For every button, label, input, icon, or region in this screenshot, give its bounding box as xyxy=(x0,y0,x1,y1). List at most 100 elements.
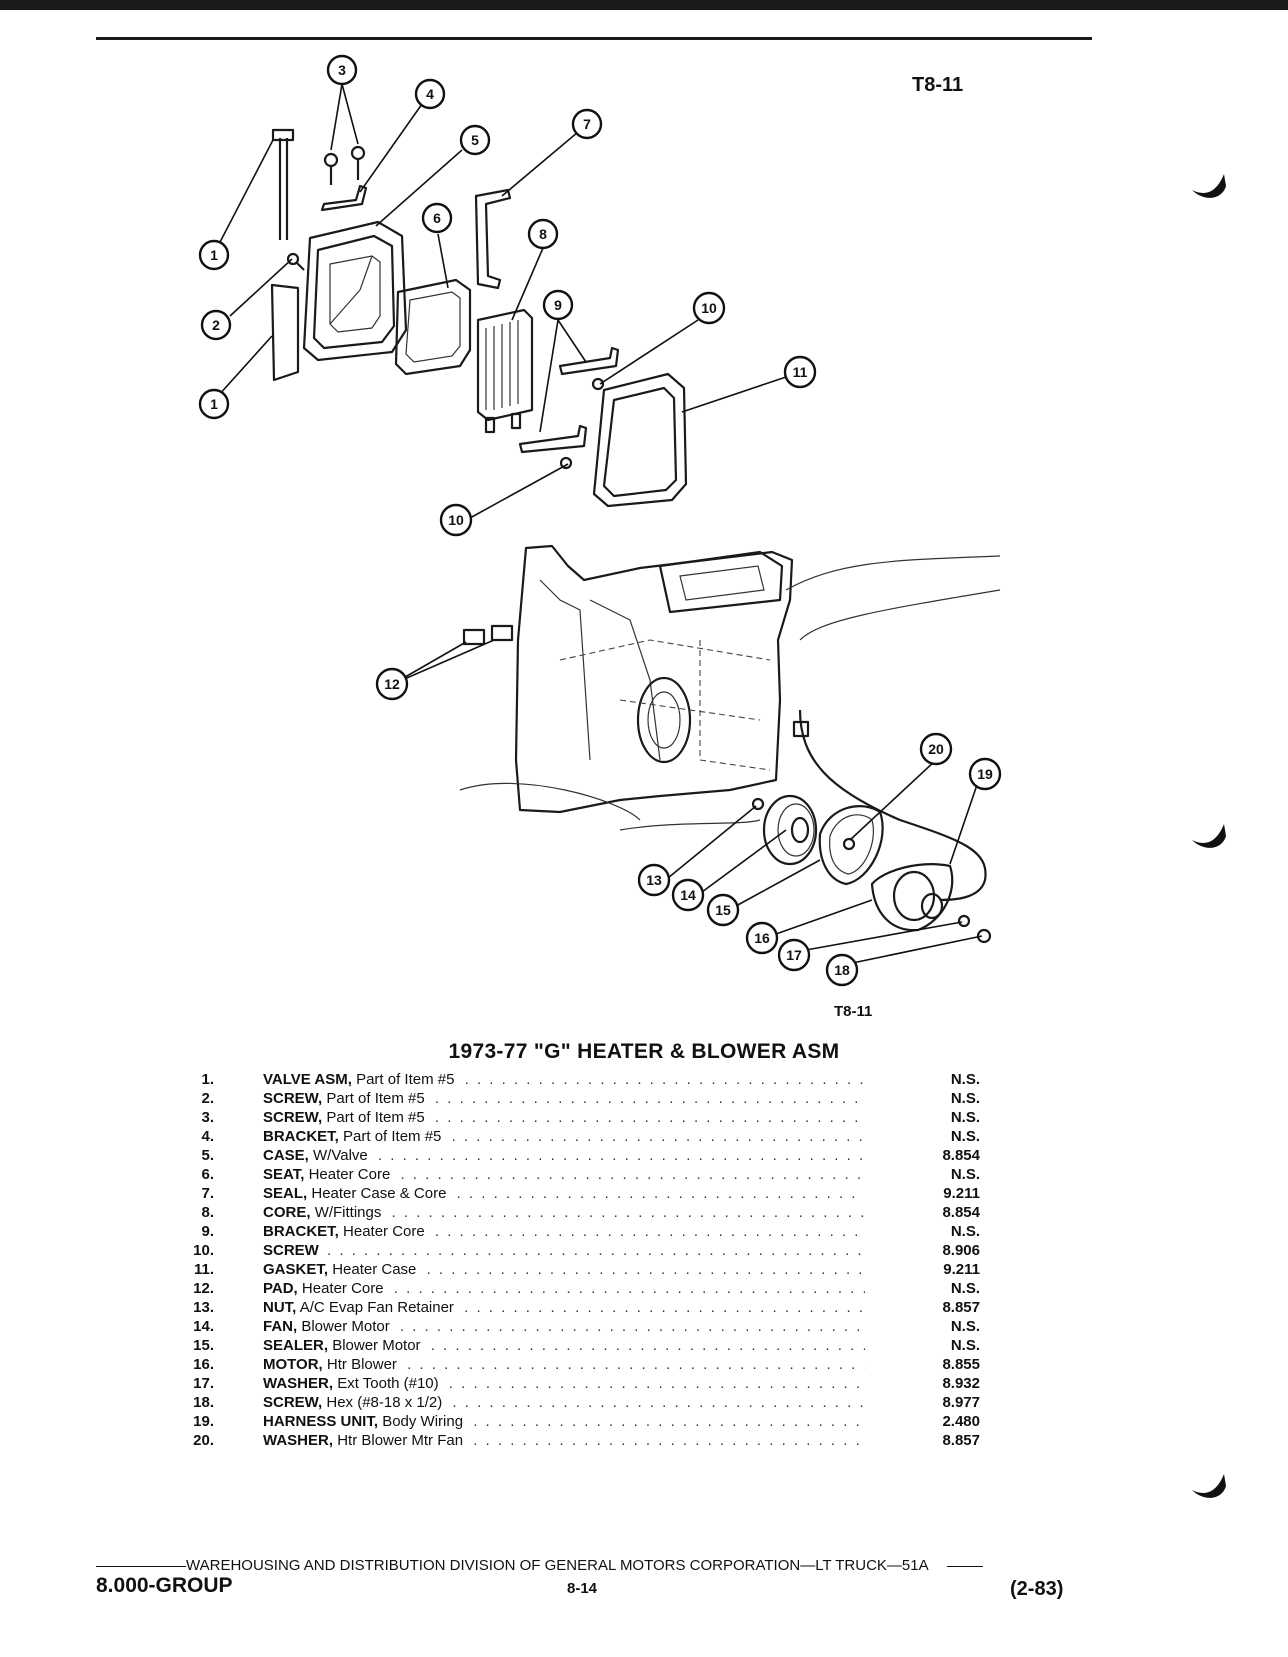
svg-text:16: 16 xyxy=(754,930,770,946)
valve-rod-part xyxy=(271,128,295,240)
part-detail: Hex (#8-18 x 1/2) xyxy=(326,1394,443,1411)
svg-text:7: 7 xyxy=(583,116,591,132)
parts-row: 3.SCREW, Part of Item #5 . . . . . . . .… xyxy=(150,1108,980,1127)
part-reference: 8.857 xyxy=(942,1299,980,1316)
parts-row: 19.HARNESS UNIT, Body Wiring . . . . . .… xyxy=(150,1412,980,1431)
callout-11: 11 xyxy=(783,355,817,389)
part-description: VALVE ASM, Part of Item #5 . . . . . . .… xyxy=(263,1071,865,1088)
part-description: NUT, A/C Evap Fan Retainer . . . . . . .… xyxy=(263,1299,865,1316)
part-name: WASHER, xyxy=(263,1432,334,1449)
part-description: MOTOR, Htr Blower . . . . . . . . . . . … xyxy=(263,1356,865,1373)
callout-4: 4 xyxy=(414,78,446,110)
part-reference: N.S. xyxy=(950,1318,980,1335)
part-description: SCREW, Hex (#8-18 x 1/2) . . . . . . . .… xyxy=(263,1394,865,1411)
parts-row: 14.FAN, Blower Motor . . . . . . . . . .… xyxy=(150,1317,980,1336)
callout-2: 2 xyxy=(200,309,232,341)
binder-mark-top xyxy=(1192,174,1226,198)
fan-retainer-nut xyxy=(751,797,765,811)
group-label: 8.000-GROUP xyxy=(96,1574,233,1597)
parts-row: 13. NUT, A/C Evap Fan Retainer . . . . . … xyxy=(150,1298,980,1317)
part-number: 10. xyxy=(193,1242,214,1259)
part-description: SCREW, Part of Item #5 . . . . . . . . .… xyxy=(263,1109,865,1126)
part-description: PAD, Heater Core . . . . . . . . . . . .… xyxy=(263,1280,865,1297)
svg-text:9: 9 xyxy=(554,297,562,313)
callout-12: 12 xyxy=(375,667,409,701)
blower-fan-part xyxy=(762,794,818,866)
callout-14: 14 xyxy=(671,878,705,912)
part-name: MOTOR, xyxy=(263,1356,323,1373)
part-number: 7. xyxy=(201,1185,214,1202)
svg-text:10: 10 xyxy=(701,300,717,316)
bracket-screw-parts xyxy=(559,377,605,470)
part-name: SCREW, xyxy=(263,1090,323,1107)
part-name: SEALER, xyxy=(263,1337,329,1354)
part-reference: 2.480 xyxy=(942,1413,980,1430)
part-number: 19. xyxy=(193,1413,214,1430)
core-bracket-parts xyxy=(518,346,620,454)
part-description: SCREW . . . . . . . . . . . . . . . . . … xyxy=(263,1242,865,1259)
callout-1b: 1 xyxy=(198,388,230,420)
part-name: NUT, xyxy=(263,1299,297,1316)
callout-7: 7 xyxy=(571,108,603,140)
parts-row: 9.BRACKET, Heater Core . . . . . . . . .… xyxy=(150,1222,980,1241)
part-reference: 9.211 xyxy=(943,1261,980,1278)
callout-17: 17 xyxy=(777,938,811,972)
part-detail: Body Wiring xyxy=(382,1413,464,1430)
callout-5: 5 xyxy=(459,124,491,156)
part-reference: 9.211 xyxy=(943,1185,980,1202)
part-reference: N.S. xyxy=(950,1128,980,1145)
part-detail: W/Valve xyxy=(313,1147,368,1164)
part-description: SCREW, Part of Item #5 . . . . . . . . .… xyxy=(263,1090,865,1107)
svg-text:17: 17 xyxy=(786,947,802,963)
parts-row: 6.SEAT, Heater Core . . . . . . . . . . … xyxy=(150,1165,980,1184)
section-title: 1973-77 "G" HEATER & BLOWER ASM xyxy=(448,1040,840,1063)
part-number: 17. xyxy=(193,1375,214,1392)
part-name: CASE, xyxy=(263,1147,309,1164)
svg-text:15: 15 xyxy=(715,902,731,918)
part-name: WASHER, xyxy=(263,1375,334,1392)
svg-text:12: 12 xyxy=(384,676,400,692)
svg-text:14: 14 xyxy=(680,887,696,903)
heater-core-part xyxy=(476,308,534,434)
parts-row: 7.SEAL, Heater Case & Core . . . . . . .… xyxy=(150,1184,980,1203)
parts-row: 5.CASE, W/Valve . . . . . . . . . . . . … xyxy=(150,1146,980,1165)
leader-lines xyxy=(217,83,983,967)
svg-text:11: 11 xyxy=(793,364,808,380)
heater-case-part xyxy=(302,220,408,362)
part-detail: Blower Motor xyxy=(332,1337,421,1354)
callout-15: 15 xyxy=(706,893,740,927)
parts-row: 8.CORE, W/Fittings . . . . . . . . . . .… xyxy=(150,1203,980,1222)
blower-sealer-part xyxy=(818,805,884,886)
part-detail: Part of Item #5 xyxy=(326,1090,425,1107)
part-reference: 8.855 xyxy=(942,1356,980,1373)
binder-mark-middle xyxy=(1192,824,1226,848)
revision-date: (2-83) xyxy=(1010,1578,1064,1600)
part-reference: 8.857 xyxy=(942,1432,980,1449)
part-number: 13. xyxy=(193,1299,214,1316)
part-detail: Part of Item #5 xyxy=(326,1109,425,1126)
part-number: 15. xyxy=(193,1337,214,1354)
page-number: 8-14 xyxy=(567,1580,598,1597)
parts-row: 18.SCREW, Hex (#8-18 x 1/2) . . . . . . … xyxy=(150,1393,980,1412)
part-detail: W/Fittings xyxy=(314,1204,382,1221)
callout-19: 19 xyxy=(968,757,1002,791)
header-rule xyxy=(96,37,1092,40)
part-description: FAN, Blower Motor . . . . . . . . . . . … xyxy=(263,1318,865,1335)
part-reference: 8.906 xyxy=(942,1242,980,1259)
part-description: GASKET, Heater Case . . . . . . . . . . … xyxy=(263,1261,865,1278)
part-name: FAN, xyxy=(263,1318,298,1335)
part-reference: N.S. xyxy=(950,1337,980,1354)
callout-13: 13 xyxy=(637,863,671,897)
part-name: CORE, xyxy=(263,1204,311,1221)
parts-row: 4.BRACKET, Part of Item #5 . . . . . . .… xyxy=(150,1127,980,1146)
part-detail: A/C Evap Fan Retainer xyxy=(299,1299,454,1316)
part-name: SEAL, xyxy=(263,1185,308,1202)
parts-row: 10. SCREW . . . . . . . . . . . . . . . .… xyxy=(150,1241,980,1260)
part-number: 9. xyxy=(201,1223,214,1240)
parts-row: 17.WASHER, Ext Tooth (#10) . . . . . . .… xyxy=(150,1374,980,1393)
part-detail: Part of Item #5 xyxy=(343,1128,442,1145)
parts-row: 20.WASHER, Htr Blower Mtr Fan . . . . . … xyxy=(150,1431,980,1450)
part-name: SCREW xyxy=(263,1242,319,1259)
callout-10a: 10 xyxy=(692,291,726,325)
part-detail: Heater Core xyxy=(343,1223,425,1240)
